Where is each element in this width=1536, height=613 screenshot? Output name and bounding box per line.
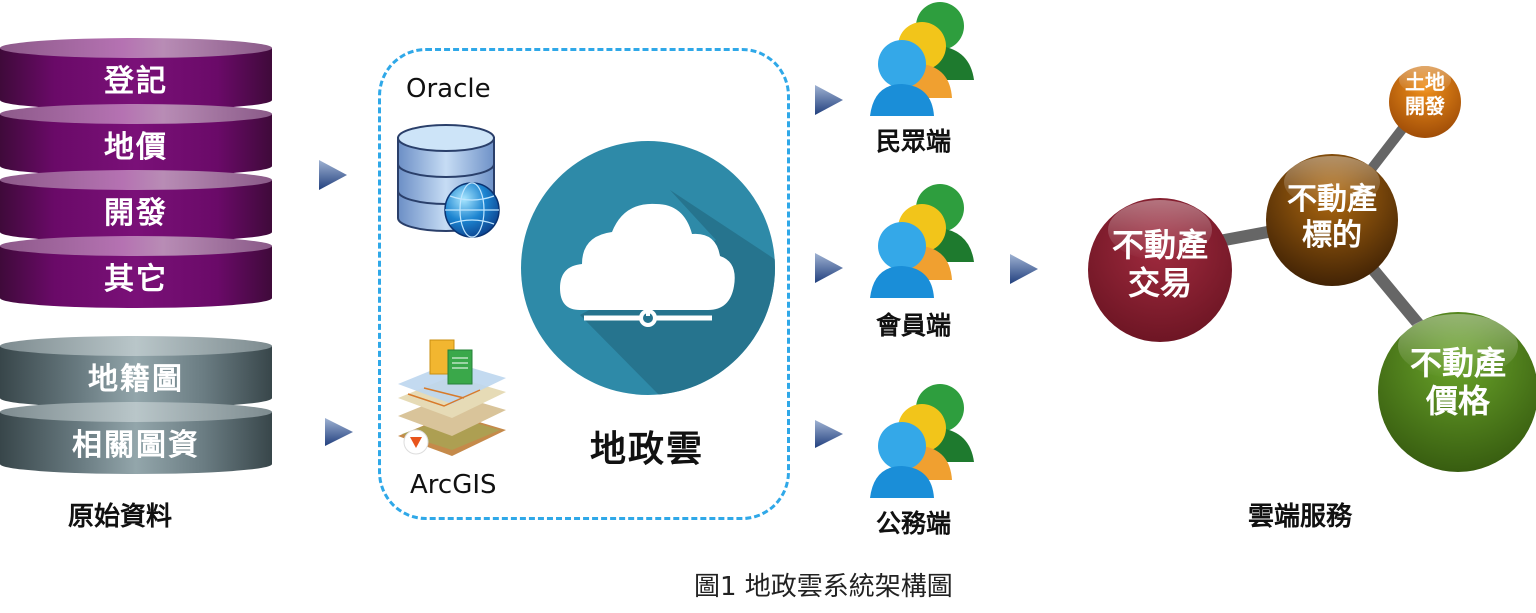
user-group-icon — [870, 2, 974, 116]
arrow-right-icon — [1010, 254, 1038, 284]
arrow-right-icon — [815, 420, 843, 448]
arrow-right-icon — [815, 253, 843, 283]
figure-caption: 圖1 地政雲系統架構圖 — [694, 572, 953, 602]
node-line: 標的 — [1302, 218, 1362, 253]
node-line: 不動產 — [1111, 226, 1208, 264]
layer-label: 地籍圖 — [88, 362, 184, 397]
services-title: 雲端服務 — [1248, 502, 1353, 532]
node-line: 價格 — [1425, 382, 1490, 421]
cloud-label: 地政雲 — [590, 428, 705, 470]
raw-data-label: 原始資料 — [68, 502, 173, 532]
client-label: 公務端 — [876, 509, 952, 538]
arcgis-label: ArcGIS — [410, 470, 497, 500]
layer-label: 開發 — [104, 196, 168, 231]
client-label: 會員端 — [876, 311, 952, 340]
arrow-right-icon — [815, 85, 843, 115]
map-layers-icon — [398, 339, 506, 456]
service-node-subject[interactable]: 不動產 標的 — [1262, 182, 1402, 254]
service-node-land-dev[interactable]: 土地 開發 — [1385, 70, 1465, 118]
layer-label: 其它 — [104, 262, 168, 297]
client-label: 民眾端 — [876, 127, 952, 156]
layer-label: 登記 — [104, 64, 168, 99]
services-diagram — [1088, 66, 1536, 472]
layer-label: 地價 — [104, 130, 168, 165]
node-line: 不動產 — [1409, 344, 1506, 382]
service-node-transaction[interactable]: 不動產 交易 — [1080, 226, 1240, 303]
cloud-network-icon — [521, 141, 775, 395]
node-line: 不動產 — [1287, 182, 1377, 217]
node-line: 土地 — [1405, 70, 1445, 94]
node-line: 交易 — [1127, 264, 1192, 303]
oracle-label: Oracle — [406, 74, 491, 104]
database-globe-icon — [397, 124, 500, 238]
arrow-right-icon — [319, 160, 347, 190]
user-group-icon — [870, 184, 974, 298]
layer-label: 相關圖資 — [72, 428, 200, 463]
service-node-price[interactable]: 不動產 價格 — [1378, 344, 1536, 421]
user-group-icon — [870, 384, 974, 498]
platform-container — [378, 48, 790, 520]
node-line: 開發 — [1405, 94, 1445, 118]
arrow-right-icon — [325, 418, 353, 446]
